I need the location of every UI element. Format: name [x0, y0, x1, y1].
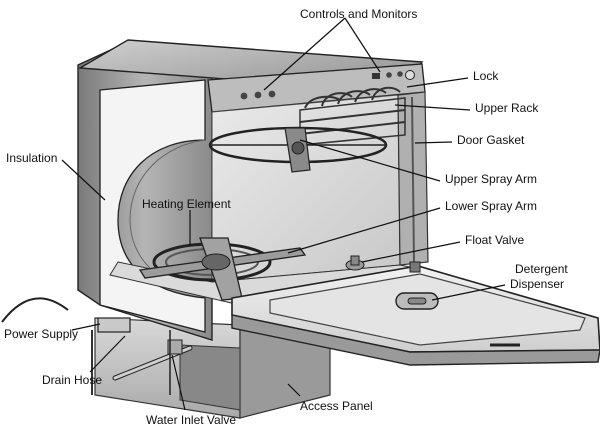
label-water-inlet-valve: Water Inlet Valve	[146, 413, 236, 427]
label-controls-and-monitors: Controls and Monitors	[300, 7, 417, 21]
label-upper-rack: Upper Rack	[475, 101, 539, 115]
label-power-supply: Power Supply	[4, 327, 78, 341]
plumbing-illustration	[1, 297, 193, 395]
door-illustration	[231, 261, 600, 366]
dishwasher-body	[1, 39, 600, 419]
label-upper-spray-arm: Upper Spray Arm	[445, 172, 537, 186]
label-dispenser: Dispenser	[510, 277, 564, 291]
label-detergent: Detergent	[515, 262, 568, 276]
label-insulation: Insulation	[6, 151, 57, 165]
leader-lines	[61, 17, 506, 411]
label-float-valve: Float Valve	[465, 233, 524, 247]
label-drain-hose: Drain Hose	[42, 373, 102, 387]
label-heating-element: Heating Element	[142, 197, 231, 211]
label-lock: Lock	[473, 69, 499, 83]
label-door-gasket: Door Gasket	[457, 133, 525, 147]
label-lower-spray-arm: Lower Spray Arm	[445, 199, 537, 213]
upper-rack-illustration	[299, 86, 406, 146]
label-access-panel: Access Panel	[300, 399, 373, 413]
labels: Controls and Monitors Lock Upper Rack Do…	[4, 7, 568, 427]
